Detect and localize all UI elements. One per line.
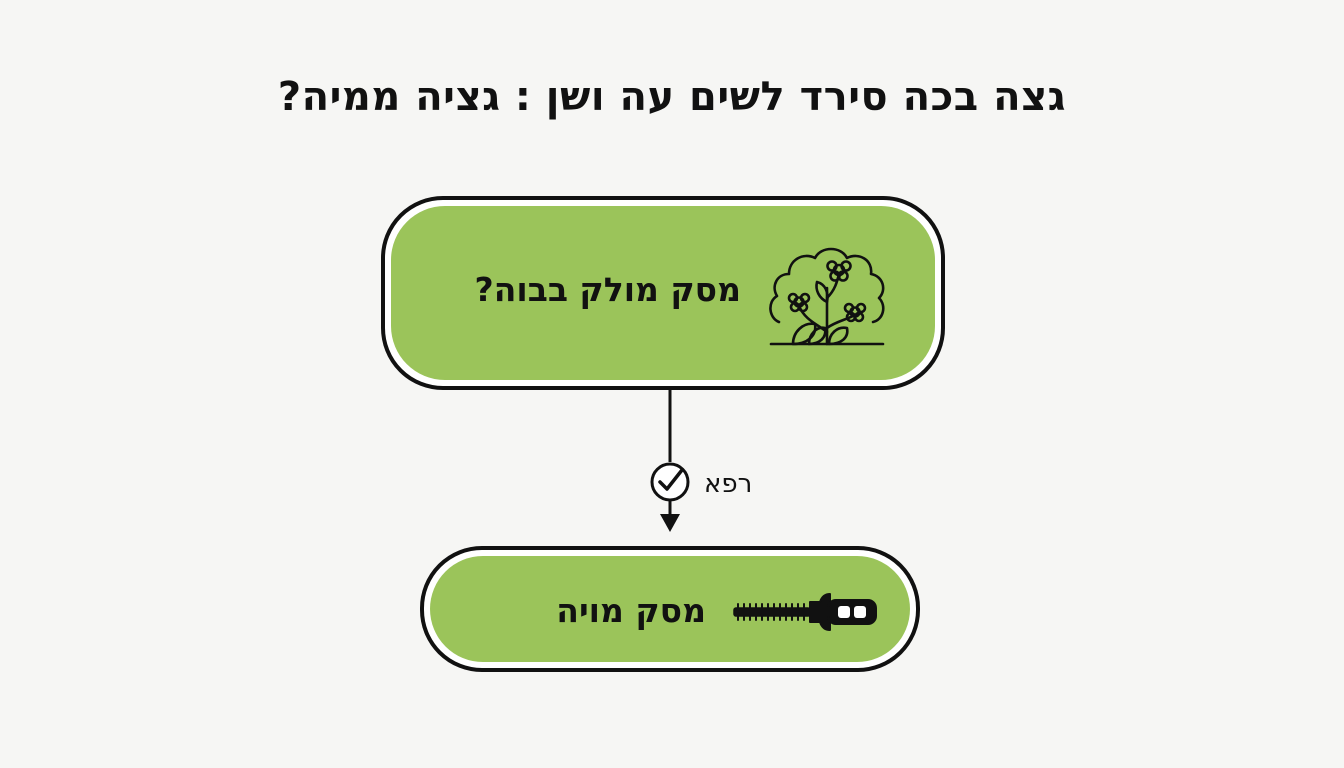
hedge-trimmer-icon (726, 588, 882, 640)
node-fill (391, 206, 935, 380)
action-node-bottom: מסק מויה (420, 546, 920, 672)
page-title: גצה בכה סירד לשים עה ושן : גציה ממיה? (277, 74, 1067, 120)
check-circle-icon (648, 460, 692, 508)
node-label: מסק מולק בבוה? (474, 270, 741, 309)
flower-bush-icon (765, 240, 889, 356)
edge-label: רפא (704, 469, 753, 499)
connector-arrowhead (660, 514, 680, 532)
decision-node-top: מסק מולק בבוה? (381, 196, 945, 390)
node-label: מסק מויה (556, 591, 706, 630)
